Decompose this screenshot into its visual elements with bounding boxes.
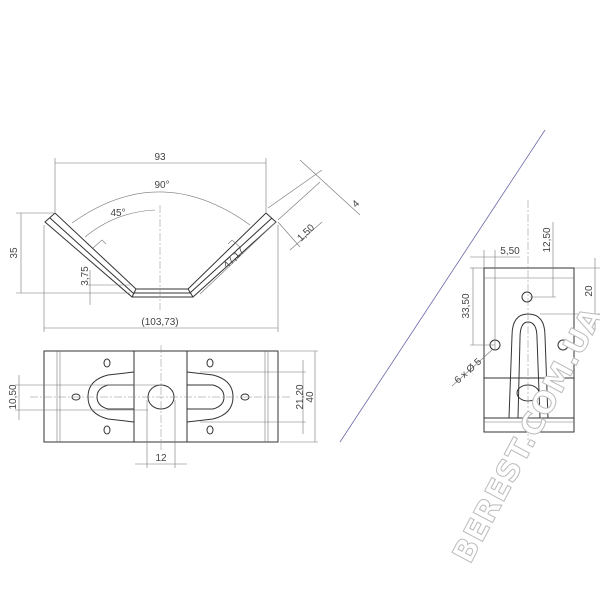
watermark: BEREST.COM.UA [446, 301, 600, 568]
view-divider-line [339, 129, 546, 443]
dim-holes-note: 6 x Ø 5 [453, 356, 485, 386]
dim-hole-spacing: 33,50 [461, 293, 472, 318]
dim-edge: 4 [350, 198, 362, 210]
front-view: 93 90° 45° 35 3,75 47,17 4 1,50 (103,73) [9, 152, 362, 332]
dim-thickness: 1,50 [295, 222, 317, 244]
dim-overall-width: (103,73) [141, 317, 178, 328]
dim-slot-width: 10,50 [8, 384, 19, 409]
dim-hole-offset-x: 5,50 [500, 246, 520, 257]
dim-slot-top: 20 [584, 285, 595, 297]
mount-holes [71, 358, 250, 435]
dim-width-top: 93 [154, 152, 166, 163]
dim-hole-diameter: 12 [155, 453, 167, 464]
dim-total-width: 40 [305, 391, 316, 403]
top-view: 10,50 21,20 40 12 [8, 345, 318, 468]
dim-arm-length: 47,17 [221, 245, 247, 271]
dim-inner-width: 21,20 [295, 384, 306, 409]
dim-bottom-offset: 3,75 [80, 266, 91, 286]
dim-angle-half: 45° [110, 208, 125, 219]
dim-hole-offset-top: 12,50 [542, 227, 553, 252]
dim-angle-total: 90° [154, 180, 169, 191]
dim-height: 35 [9, 247, 20, 259]
